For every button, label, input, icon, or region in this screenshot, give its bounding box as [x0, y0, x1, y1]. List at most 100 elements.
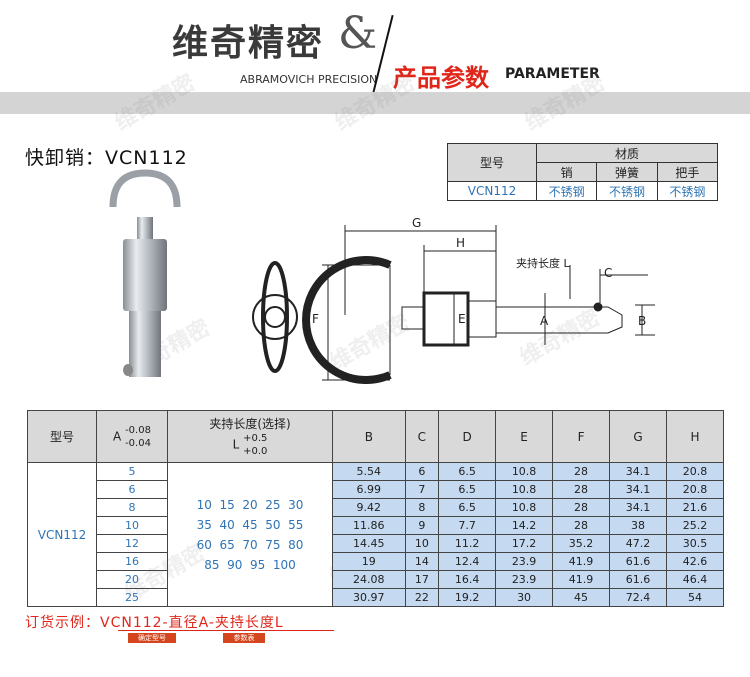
material-col-spring: 弹簧 — [596, 162, 658, 182]
dim-cell-d: 7.7 — [438, 516, 497, 535]
dim-cell-g: 34.1 — [609, 498, 667, 517]
pin-body — [123, 239, 167, 311]
dim-header-a: A -0.08 -0.04 — [96, 410, 168, 463]
main-view-ball — [593, 302, 603, 312]
dim-header-l-tol-bottom: +0.0 — [243, 446, 268, 457]
dim-l-option-line: 85 90 95 100 — [204, 557, 296, 572]
dim-header-l-title: 夹持长度(选择) — [209, 417, 291, 431]
dim-cell-b: 24.08 — [332, 570, 406, 589]
dim-cell-g: 72.4 — [609, 588, 667, 607]
dim-cell-c: 8 — [404, 498, 440, 517]
dim-header-a-tol-top: -0.08 — [125, 424, 151, 436]
knob — [137, 217, 153, 239]
dim-cell-f: 28 — [552, 516, 611, 535]
side-view-pin — [264, 306, 286, 328]
dim-cell-g: 38 — [609, 516, 667, 535]
material-model: VCN112 — [447, 181, 537, 201]
badge-param-table: 参数表 — [223, 633, 265, 643]
dim-label-a: A — [540, 314, 549, 328]
main-view-ring — [302, 256, 392, 384]
locking-ball — [123, 364, 133, 376]
dim-header-h: H — [665, 410, 725, 463]
product-title: 快卸销：VCN112 — [25, 147, 188, 169]
dim-label-f: F — [312, 312, 319, 326]
dim-cell-e: 23.9 — [495, 552, 554, 571]
dim-cell-e: 30 — [495, 588, 554, 607]
product-photo — [109, 169, 181, 377]
dim-cell-c: 9 — [404, 516, 440, 535]
brand-name-en: ABRAMOVICH PRECISION — [240, 73, 378, 86]
dim-label-b: B — [638, 314, 646, 328]
material-col-pin: 销 — [535, 162, 598, 182]
dim-cell-b: 9.42 — [332, 498, 406, 517]
dim-cell-c: 22 — [404, 588, 440, 607]
dim-cell-d: 6.5 — [438, 498, 497, 517]
dim-cell-d: 11.2 — [438, 534, 497, 553]
dim-l-option-line: 10 15 20 25 30 — [196, 497, 304, 512]
dim-a-value: 25 — [96, 588, 168, 607]
dim-label-e: E — [458, 312, 466, 326]
dim-cell-e: 10.8 — [495, 498, 554, 517]
dim-header-c: C — [404, 410, 440, 463]
dim-cell-f: 35.2 — [552, 534, 611, 553]
material-handle: 不锈钢 — [656, 181, 719, 201]
dim-cell-h: 20.8 — [665, 480, 725, 499]
dim-cell-d: 6.5 — [438, 462, 497, 481]
dim-l-option-line: 60 65 70 75 80 — [196, 537, 304, 552]
dim-cell-h: 46.4 — [665, 570, 725, 589]
dim-cell-b: 30.97 — [332, 588, 406, 607]
dim-label-c: C — [604, 266, 612, 280]
dim-header-a-tol-bottom: -0.04 — [125, 437, 151, 449]
dim-a-value: 10 — [96, 516, 168, 535]
dim-cell-h: 20.8 — [665, 462, 725, 481]
dim-a-value: 12 — [96, 534, 168, 553]
dim-header-d: D — [438, 410, 497, 463]
dim-a-value: 20 — [96, 570, 168, 589]
side-view-ring — [261, 261, 289, 373]
brand-name-cn: 维奇精密 — [172, 23, 325, 64]
main-view-knob — [401, 306, 425, 330]
dim-cell-e: 10.8 — [495, 480, 554, 499]
dim-a-value: 16 — [96, 552, 168, 571]
order-example-underline — [118, 630, 334, 631]
material-pin: 不锈钢 — [535, 181, 598, 201]
dim-cell-b: 19 — [332, 552, 406, 571]
dim-label-h: H — [456, 236, 465, 250]
dim-cell-d: 19.2 — [438, 588, 497, 607]
dim-a-value: 5 — [96, 462, 168, 481]
dim-a-value: 6 — [96, 480, 168, 499]
dim-cell-f: 41.9 — [552, 552, 611, 571]
dim-header-g: G — [609, 410, 667, 463]
dim-cell-g: 34.1 — [609, 462, 667, 481]
dim-header-model: 型号 — [27, 410, 97, 463]
dim-cell-f: 28 — [552, 480, 611, 499]
dim-cell-c: 17 — [404, 570, 440, 589]
material-spring: 不锈钢 — [596, 181, 658, 201]
dim-header-l-tol-top: +0.5 — [243, 433, 268, 444]
material-col-handle: 把手 — [656, 162, 719, 182]
dim-cell-h: 25.2 — [665, 516, 725, 535]
section-title-en: PARAMETER — [505, 66, 600, 82]
dim-cell-f: 28 — [552, 462, 611, 481]
dim-cell-g: 61.6 — [609, 552, 667, 571]
dim-cell-d: 16.4 — [438, 570, 497, 589]
dim-cell-g: 34.1 — [609, 480, 667, 499]
dim-cell-e: 23.9 — [495, 570, 554, 589]
dim-cell-h: 42.6 — [665, 552, 725, 571]
dim-cell-c: 7 — [404, 480, 440, 499]
dim-cell-g: 61.6 — [609, 570, 667, 589]
dim-cell-e: 17.2 — [495, 534, 554, 553]
ring-handle — [109, 169, 181, 208]
dim-a-value: 8 — [96, 498, 168, 517]
dim-cell-b: 14.45 — [332, 534, 406, 553]
dim-cell-c: 14 — [404, 552, 440, 571]
dim-cell-h: 54 — [665, 588, 725, 607]
dim-header-l-label: L — [232, 437, 240, 452]
dim-cell-f: 41.9 — [552, 570, 611, 589]
dim-header-b: B — [332, 410, 406, 463]
dim-cell-g: 47.2 — [609, 534, 667, 553]
